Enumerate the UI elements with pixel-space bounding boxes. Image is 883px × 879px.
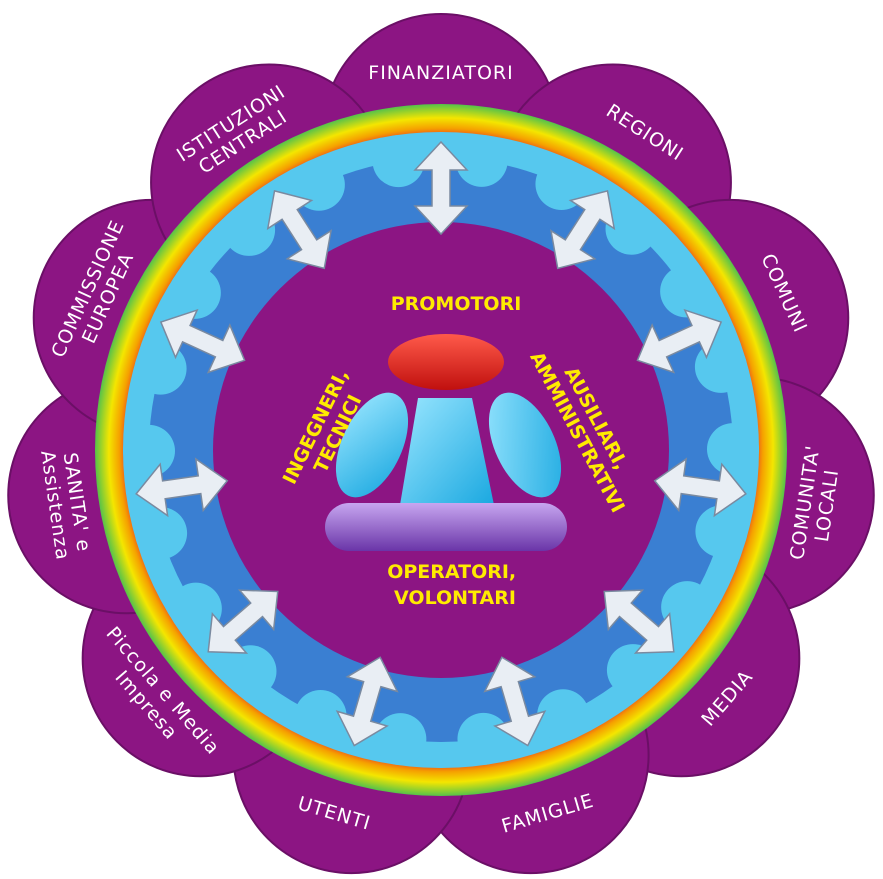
double-arrow-regioni (549, 189, 616, 270)
ring-lobe (223, 203, 276, 256)
label-operatori-line1: OPERATORI, (387, 561, 516, 583)
cyan-trapezoid-center (400, 398, 494, 505)
ring-lobe (294, 689, 347, 742)
ring-lobe (706, 423, 759, 476)
label-promotori: PROMOTORI (391, 293, 522, 315)
double-arrow-sanita-assistenza (135, 457, 229, 518)
petal-label-finanziatori: FINANZIATORI (368, 62, 513, 84)
double-arrow-comunita-locali (653, 457, 747, 518)
double-arrow-comuni (636, 308, 723, 374)
double-arrow-piccola-media-impresa (207, 589, 279, 654)
center-figure (325, 334, 567, 551)
double-arrow-famiglie (483, 656, 547, 747)
ring-lobe (168, 266, 221, 319)
double-arrow-finanziatori (413, 140, 469, 236)
ring-lobe (224, 645, 277, 698)
cyan-oval-right (488, 392, 562, 498)
label-operatori: OPERATORI, VOLONTARI (387, 561, 523, 609)
ring-lobe (134, 342, 187, 395)
double-arrow-media (603, 589, 675, 654)
red-oval-promotori (388, 334, 504, 390)
ring-lobe (661, 581, 714, 634)
violet-bar-operatori (325, 503, 567, 551)
ring-lobe (135, 507, 188, 560)
petal-label-line: FINANZIATORI (368, 62, 513, 84)
ring-lobe (372, 135, 425, 188)
ring-lobe (292, 158, 345, 211)
double-arrow-utenti (335, 656, 399, 747)
ring-lobe (606, 644, 659, 697)
cyan-oval-left (335, 392, 409, 498)
ring-lobe (123, 424, 176, 477)
ring-lobe (457, 712, 510, 765)
ring-lobe (374, 713, 427, 766)
ring-lobe (455, 134, 508, 187)
double-arrow-istituzioni-centrali (266, 189, 333, 270)
double-arrow-commissione-europea (159, 308, 246, 374)
double-arrows (135, 140, 747, 747)
ring-lobe (660, 265, 713, 318)
ring-lobe (535, 158, 588, 211)
ring-lobe (605, 202, 658, 255)
ring-lobe (695, 505, 748, 558)
ring-lobe (169, 582, 222, 635)
ring-lobe (537, 689, 590, 742)
label-operatori-line2: VOLONTARI (394, 587, 516, 609)
